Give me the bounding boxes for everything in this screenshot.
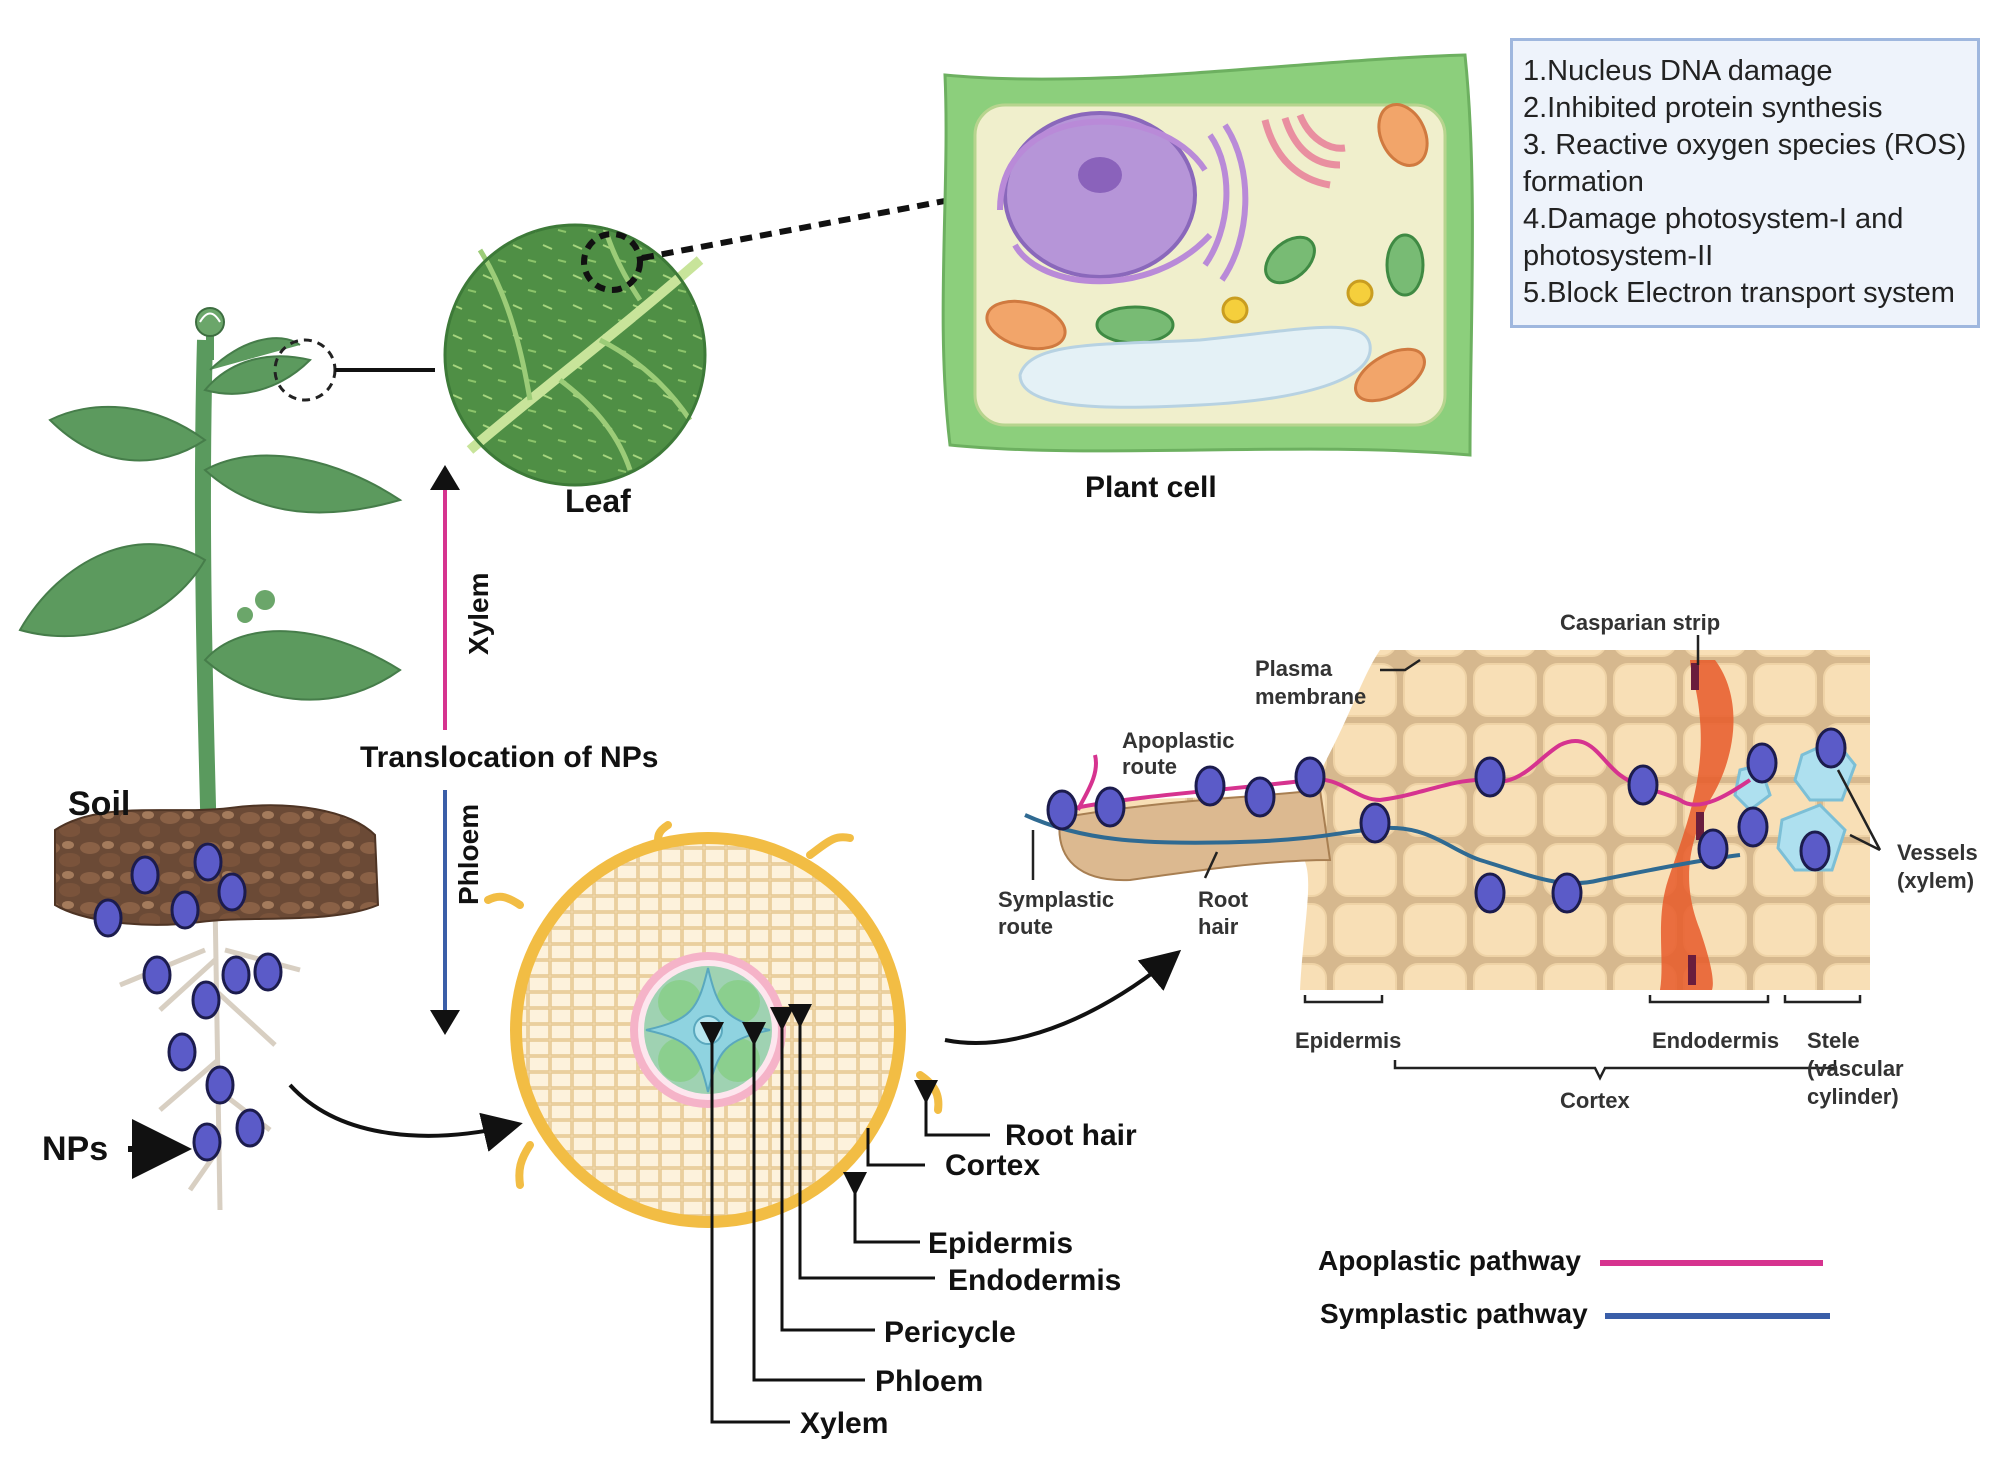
nanoparticle xyxy=(1294,756,1326,798)
leaf-cell-marker xyxy=(581,231,643,293)
soil-nanoparticles xyxy=(93,842,283,1162)
stele-label-2: (vascular xyxy=(1807,1056,1904,1081)
plant-cell-label: Plant cell xyxy=(1085,471,1217,504)
nanoparticle xyxy=(1627,764,1659,806)
xylem-direction-label: Xylem xyxy=(463,573,494,656)
nanoparticle xyxy=(193,842,223,882)
plant-bud xyxy=(195,307,275,623)
nanoparticle xyxy=(1094,786,1126,828)
plant-to-root-arrow xyxy=(288,1083,523,1152)
plasma-membrane-label-2: membrane xyxy=(1255,684,1366,709)
nanoparticle xyxy=(1474,756,1506,798)
translocation-label: Translocation of NPs xyxy=(360,741,658,774)
translocation-arrow xyxy=(430,465,460,1035)
cortex-path-label: Cortex xyxy=(1560,1088,1630,1113)
nanoparticle xyxy=(1194,765,1226,807)
root-hair-path-label-1: Root xyxy=(1198,887,1249,912)
nanoparticle xyxy=(142,955,172,995)
nanoparticle xyxy=(1244,776,1276,818)
nanoparticle xyxy=(1815,727,1847,769)
endoplasmic-reticulum xyxy=(997,118,1249,285)
soil-label: Soil xyxy=(68,785,130,823)
effect-item: 2.Inhibited protein synthesis xyxy=(1523,92,1883,124)
vesicle xyxy=(1221,296,1249,324)
epidermis-path-label: Epidermis xyxy=(1295,1028,1401,1053)
vessels-label-1: Vessels xyxy=(1897,840,1978,865)
root-hair-path-label-2: hair xyxy=(1198,914,1239,939)
nanoparticle xyxy=(1737,806,1769,848)
symplastic-route-label-1: Symplastic xyxy=(998,887,1114,912)
endodermis-label: Endodermis xyxy=(948,1264,1121,1297)
legend: Apoplastic pathway Symplastic pathway xyxy=(1318,1245,1830,1329)
symplastic-route-label-2: route xyxy=(998,914,1053,939)
endodermis-path-label: Endodermis xyxy=(1652,1028,1779,1053)
nps-label: NPs xyxy=(42,1130,108,1168)
apoplastic-route-label-1: Apoplastic xyxy=(1122,728,1234,753)
root-section-leaders xyxy=(700,1004,990,1424)
effect-item: 1.Nucleus DNA damage xyxy=(1523,55,1833,87)
casparian-strip-label: Casparian strip xyxy=(1560,610,1720,635)
cell-zoom-connector xyxy=(641,197,951,261)
vessels-label-2: (xylem) xyxy=(1897,868,1974,893)
nanoparticle xyxy=(1746,742,1778,784)
plant-roots xyxy=(119,899,301,1211)
vesicle xyxy=(1346,279,1374,307)
nanoparticle xyxy=(1697,828,1729,870)
effect-item: 3. Reactive oxygen species (ROS) formati… xyxy=(1523,129,1967,198)
nanoparticle xyxy=(191,980,221,1020)
nanoparticle xyxy=(217,872,247,912)
effect-item: 5.Block Electron transport system xyxy=(1523,277,1955,309)
phloem-direction-label: Phloem xyxy=(453,804,484,905)
epidermis-label: Epidermis xyxy=(928,1227,1073,1260)
legend-symplastic-label: Symplastic pathway xyxy=(1320,1298,1588,1329)
nanoparticle xyxy=(235,1108,265,1148)
nanoparticle xyxy=(130,855,160,895)
toxicity-effects-box: 1.Nucleus DNA damage 2.Inhibited protein… xyxy=(1510,38,1980,328)
xylem-label: Xylem xyxy=(800,1407,888,1440)
vacuole xyxy=(1018,325,1372,409)
plant-stem xyxy=(194,339,218,881)
nanoparticle xyxy=(1799,830,1831,872)
golgi-apparatus xyxy=(1261,113,1346,189)
phloem-label: Phloem xyxy=(875,1365,983,1398)
leaf-label: Leaf xyxy=(565,483,631,519)
nanoparticle xyxy=(167,1032,197,1072)
symplastic-route xyxy=(1024,813,1741,886)
root-hair-label: Root hair xyxy=(1005,1119,1137,1152)
nanoparticle xyxy=(192,1122,222,1162)
nanoparticle xyxy=(1551,872,1583,914)
stele-label-1: Stele xyxy=(1807,1028,1860,1053)
plant xyxy=(18,307,435,1211)
nanoparticle xyxy=(205,1065,235,1105)
nanoparticle xyxy=(93,898,123,938)
pathway-leaders xyxy=(1031,635,1882,1081)
plant-leaves xyxy=(18,337,403,701)
nucleus xyxy=(1003,111,1197,279)
plasma-membrane-label-1: Plasma xyxy=(1255,656,1333,681)
pathway-nanoparticles xyxy=(1046,727,1847,914)
effect-item: 4.Damage photosystem-I and photosystem-I… xyxy=(1523,203,1904,272)
apoplastic-route-start xyxy=(1076,754,1098,811)
plant-cell xyxy=(941,53,1474,457)
cortex-label: Cortex xyxy=(945,1149,1040,1182)
apoplastic-route-label-2: route xyxy=(1122,754,1177,779)
nanoparticle xyxy=(1359,802,1391,844)
chloroplasts xyxy=(1095,233,1425,345)
nanoparticle xyxy=(221,955,251,995)
legend-apoplastic-label: Apoplastic pathway xyxy=(1318,1245,1581,1276)
nanoparticle xyxy=(1474,872,1506,914)
root-to-pathway-arrow xyxy=(944,949,1182,1045)
leaf-closeup xyxy=(443,223,707,487)
pericycle-label: Pericycle xyxy=(884,1316,1016,1349)
nanoparticle xyxy=(170,890,200,930)
nanoparticle xyxy=(253,952,283,992)
mitochondria xyxy=(985,103,1429,403)
nanoparticle xyxy=(1046,789,1078,831)
stele-label-3: cylinder) xyxy=(1807,1084,1899,1109)
